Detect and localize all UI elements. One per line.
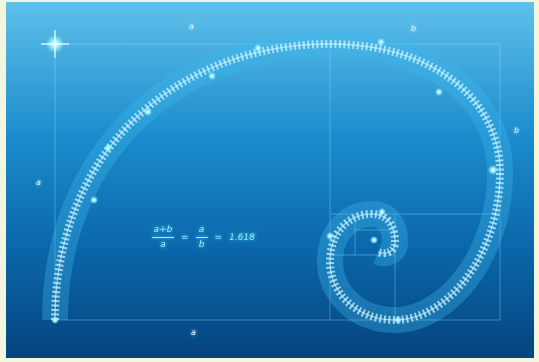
fraction-denominator: b	[198, 240, 205, 250]
glow-dot	[208, 72, 216, 80]
binary-digit-spiral	[42, 30, 514, 334]
glow-dot	[104, 144, 112, 152]
glow-dot	[51, 316, 59, 324]
glow-dot	[394, 316, 402, 324]
fraction-a-over-b: a b	[195, 225, 208, 250]
fraction-numerator: a+b	[153, 225, 173, 235]
glow-dot	[254, 44, 262, 52]
equals-sign: =	[181, 232, 189, 243]
golden-ratio-value: 1.618	[229, 232, 255, 243]
fraction-numerator: a	[198, 225, 205, 235]
label-top-a: a	[189, 22, 194, 31]
label-right-b: b	[514, 126, 520, 135]
glow-dot	[326, 232, 334, 240]
fraction-denominator: a	[160, 240, 166, 250]
glow-dot	[90, 196, 98, 204]
golden-spiral-graphic	[41, 30, 514, 334]
glow-dot	[435, 88, 443, 96]
label-top-b: b	[411, 24, 417, 33]
glow-dot	[144, 108, 152, 116]
label-bottom-a: a	[191, 328, 196, 337]
glow-dot	[370, 236, 378, 244]
golden-ratio-artwork: a b a b a a+b a = a b = 1.618	[6, 2, 534, 358]
glow-dots	[51, 38, 498, 324]
glow-dot	[488, 165, 498, 175]
glow-dot	[378, 208, 386, 216]
fraction-a-plus-b-over-a: a+b a	[152, 225, 174, 250]
golden-rectangle-grid	[54, 43, 501, 321]
label-left-a: a	[36, 178, 41, 187]
outer-rectangle	[54, 43, 501, 321]
fraction-bar	[152, 237, 174, 238]
glow-dot	[377, 38, 385, 46]
sparkle-star-icon	[41, 30, 69, 58]
fraction-bar	[195, 237, 208, 238]
equals-sign: =	[214, 232, 223, 243]
golden-ratio-formula: a+b a = a b = 1.618	[152, 225, 255, 250]
